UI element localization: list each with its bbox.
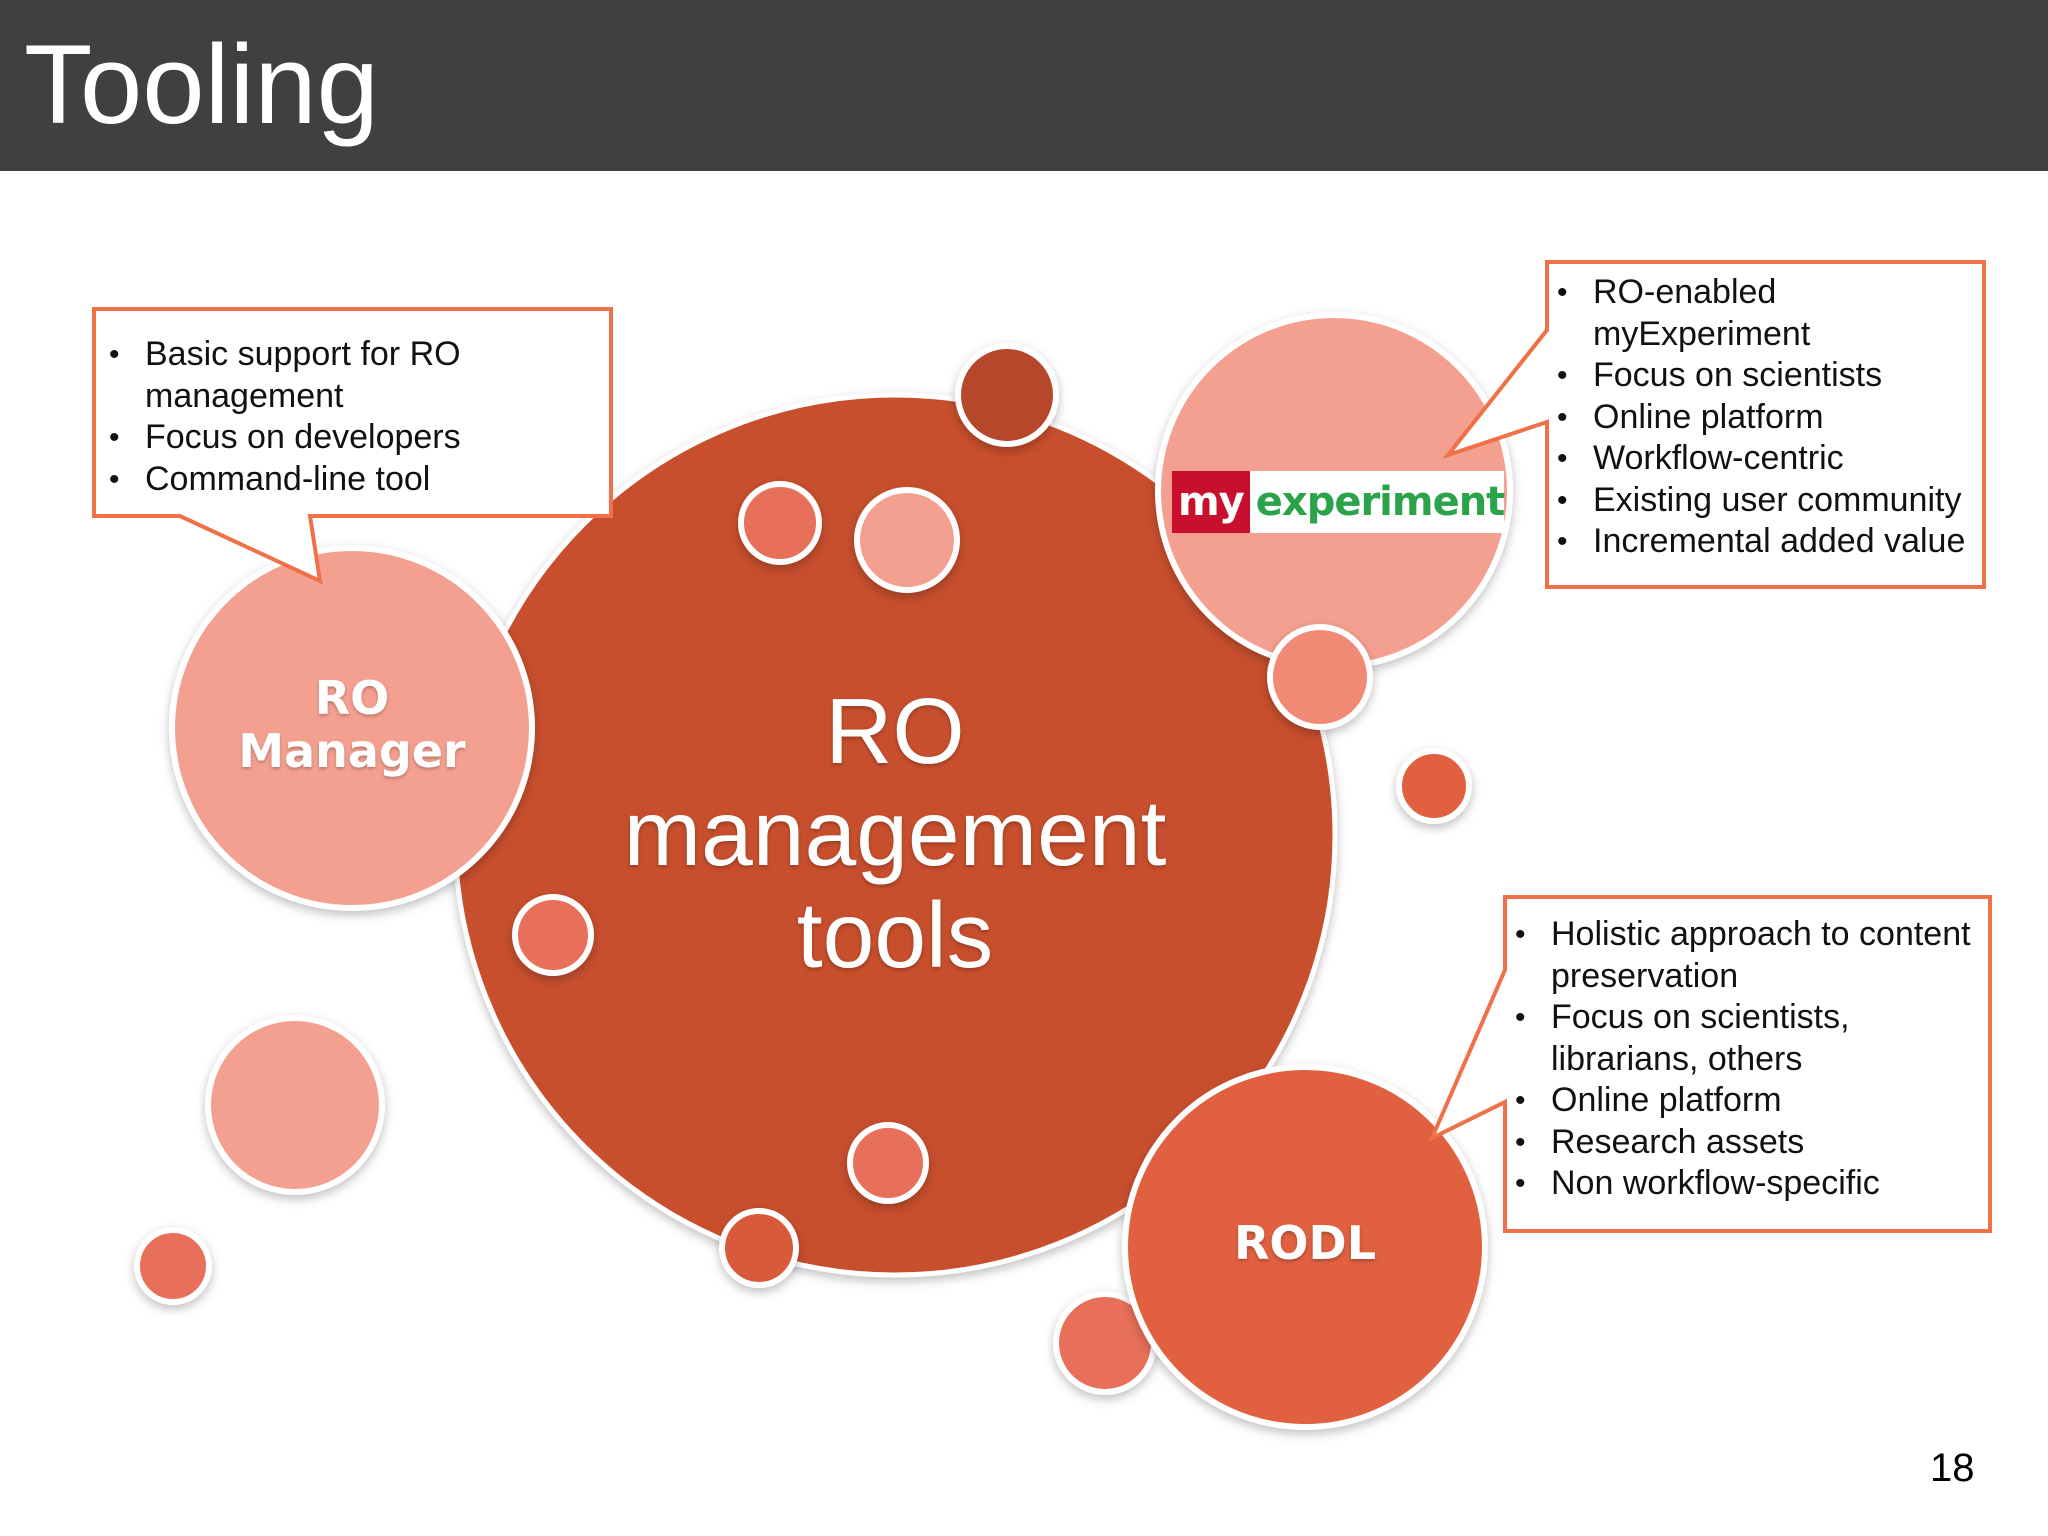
callout-item-line: Focus on scientists bbox=[1593, 356, 1883, 394]
callout-item-line: Existing user community bbox=[1593, 480, 1962, 519]
ro-manager-label-line: RO bbox=[314, 671, 390, 725]
callout-item: Online platform bbox=[1511, 1080, 1989, 1122]
ro-manager-node bbox=[169, 545, 535, 911]
callout-item-line: Focus on developers bbox=[145, 418, 461, 456]
bubble-left-inner bbox=[512, 894, 594, 976]
logo-experiment: experiment bbox=[1255, 479, 1506, 525]
center-label-line: RO bbox=[825, 679, 965, 783]
bubble-myexperiment-attached bbox=[1267, 624, 1373, 730]
callout-item-line: Online platform bbox=[1593, 397, 1824, 436]
callout-item-line: RO-enabled bbox=[1593, 273, 1777, 311]
callout-item: Command-line tool bbox=[105, 459, 605, 501]
bubble-salmon-small bbox=[738, 481, 822, 565]
slide-title: Tooling bbox=[24, 22, 379, 147]
callout-item-line: myExperiment bbox=[1593, 314, 1811, 353]
ro-manager-label-line: Manager bbox=[238, 724, 466, 778]
page-number: 18 bbox=[1930, 1446, 1975, 1490]
bubble-salmon-bottom-left bbox=[134, 1227, 212, 1305]
callout-item-line: Holistic approach to content bbox=[1551, 915, 1971, 953]
callout-item-line: Incremental added value bbox=[1593, 522, 1966, 560]
rodl-label: RODL bbox=[1233, 1216, 1377, 1270]
callout-rodl-text: Holistic approach to content preservatio… bbox=[1511, 914, 1989, 1205]
bubble-pink-medium bbox=[854, 487, 960, 593]
callout-item-line: management bbox=[145, 376, 344, 415]
callout-item: RO-enabled myExperiment bbox=[1553, 272, 1983, 355]
callout-item: Existing user community bbox=[1553, 480, 1983, 522]
center-label: RO management tools bbox=[560, 680, 1230, 986]
bubble-dark-top bbox=[955, 343, 1059, 447]
center-label-line: management bbox=[623, 781, 1167, 885]
bubble-bottom-edge bbox=[719, 1208, 799, 1288]
callout-myexperiment-text: RO-enabled myExperiment Focus on scienti… bbox=[1553, 272, 1983, 563]
callout-item-line: Focus on scientists, bbox=[1551, 998, 1850, 1036]
callout-item: Research assets bbox=[1511, 1122, 1989, 1164]
callout-item: Focus on developers bbox=[105, 417, 605, 459]
callout-ro-manager-text: Basic support for RO management Focus on… bbox=[105, 334, 605, 500]
callout-item-line: Research assets bbox=[1551, 1122, 1805, 1161]
callout-item: Basic support for RO management bbox=[105, 334, 605, 417]
callout-item-line: Non workflow-specific bbox=[1551, 1164, 1880, 1202]
callout-item: Focus on scientists, librarians, others bbox=[1511, 997, 1989, 1080]
callout-item: Holistic approach to content preservatio… bbox=[1511, 914, 1989, 997]
callout-item-line: Online platform bbox=[1551, 1081, 1782, 1119]
bubble-pink-large-left bbox=[205, 1015, 385, 1195]
callout-item: Focus on scientists bbox=[1553, 355, 1983, 397]
callout-item: Online platform bbox=[1553, 397, 1983, 439]
callout-item: Workflow-centric bbox=[1553, 438, 1983, 480]
bubble-bottom-inner bbox=[847, 1122, 929, 1204]
callout-item-line: Command-line tool bbox=[145, 459, 431, 498]
callout-item-line: Basic support for RO bbox=[145, 335, 461, 373]
bubble-right-small bbox=[1396, 748, 1472, 824]
ro-manager-label: RO Manager bbox=[222, 672, 482, 778]
logo-my: my bbox=[1172, 471, 1250, 533]
callout-item-line: Workflow-centric bbox=[1593, 439, 1844, 477]
rodl-node bbox=[1122, 1064, 1488, 1430]
callout-item: Non workflow-specific bbox=[1511, 1163, 1989, 1205]
callout-item: Incremental added value bbox=[1553, 521, 1983, 563]
myexperiment-logo: my experiment bbox=[1172, 471, 1506, 533]
callout-item-line: librarians, others bbox=[1551, 1039, 1803, 1078]
callout-item-line: preservation bbox=[1551, 956, 1739, 995]
center-label-line: tools bbox=[796, 883, 994, 987]
title-bar: Tooling bbox=[0, 0, 2048, 171]
